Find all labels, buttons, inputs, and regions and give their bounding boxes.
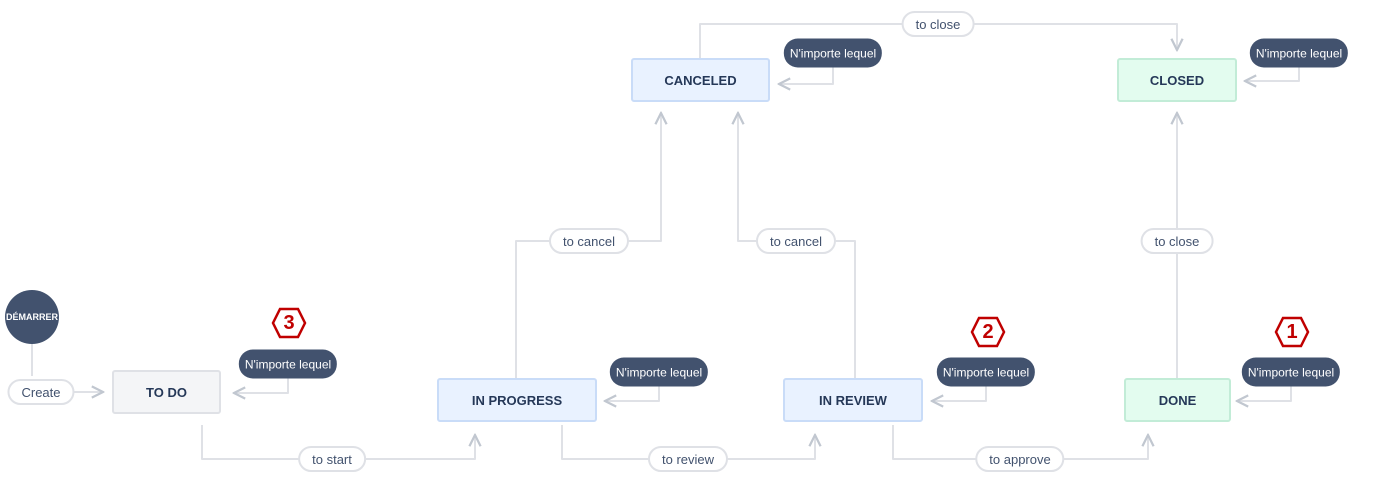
any-status-badge-in-review[interactable]: N'importe lequel <box>936 357 1036 387</box>
transition-to-cancel-progress[interactable]: to cancel <box>548 228 630 254</box>
any-loop-todo <box>234 372 289 393</box>
status-done[interactable]: DONE <box>1124 378 1231 422</box>
start-node[interactable]: DÉMARRER <box>5 290 59 344</box>
any-status-badge-canceled[interactable]: N'importe lequel <box>783 38 883 68</box>
any-loop-canceled <box>779 60 834 84</box>
hexagon-icon <box>1274 316 1310 348</box>
transition-to-review[interactable]: to review <box>647 446 729 472</box>
annotation-number-2: 2 <box>982 320 994 343</box>
annotation-marker-3: 3 <box>270 304 308 342</box>
any-loop-review <box>932 380 987 401</box>
any-loop-progress <box>605 380 660 401</box>
status-canceled[interactable]: CANCELED <box>631 58 770 102</box>
any-status-badge-closed[interactable]: N'importe lequel <box>1249 38 1349 68</box>
hexagon-icon <box>271 307 307 339</box>
transition-create[interactable]: Create <box>7 379 75 405</box>
transition-to-cancel-review[interactable]: to cancel <box>755 228 837 254</box>
any-status-badge-in-progress[interactable]: N'importe lequel <box>609 357 709 387</box>
hexagon-icon <box>970 316 1006 348</box>
status-closed[interactable]: CLOSED <box>1117 58 1237 102</box>
any-status-badge-done[interactable]: N'importe lequel <box>1241 357 1341 387</box>
annotation-marker-1: 1 <box>1273 313 1311 351</box>
status-in-progress[interactable]: IN PROGRESS <box>437 378 597 422</box>
status-todo[interactable]: TO DO <box>112 370 221 414</box>
annotation-marker-2: 2 <box>969 313 1007 351</box>
transition-to-start[interactable]: to start <box>298 446 366 472</box>
transition-to-approve[interactable]: to approve <box>975 446 1065 472</box>
any-loop-done <box>1237 380 1292 401</box>
transition-to-close-done[interactable]: to close <box>1140 228 1214 254</box>
status-in-review[interactable]: IN REVIEW <box>783 378 923 422</box>
annotation-number-3: 3 <box>283 311 295 334</box>
transition-to-close-canceled[interactable]: to close <box>901 11 975 37</box>
any-status-badge-todo[interactable]: N'importe lequel <box>238 349 338 379</box>
annotation-number-1: 1 <box>1286 320 1298 343</box>
